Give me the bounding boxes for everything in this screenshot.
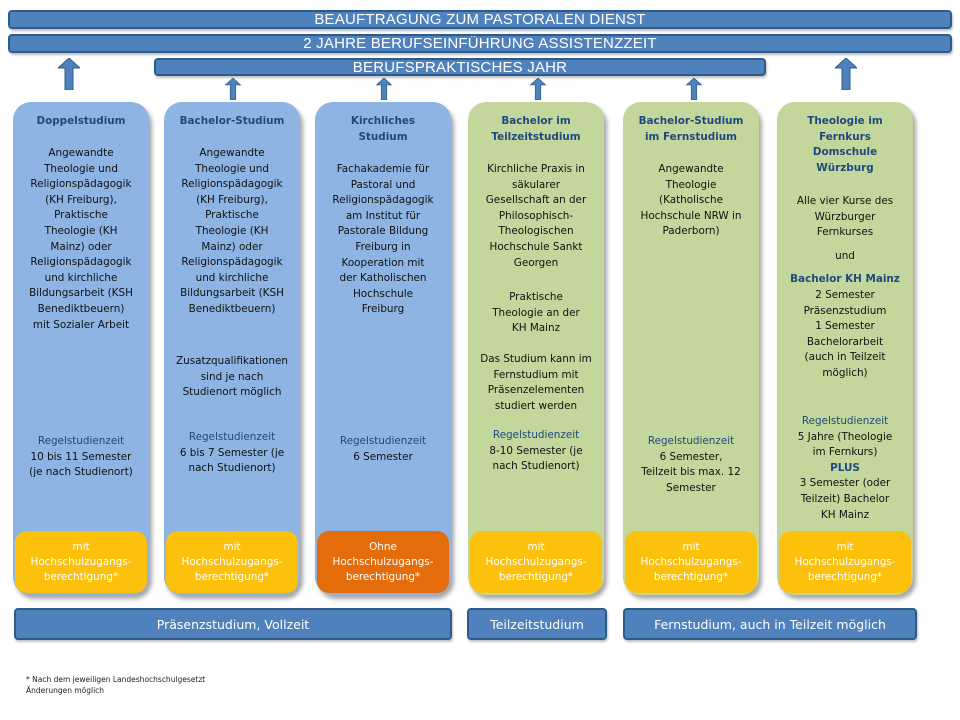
- duration-value-2: 3 Semester (oder Teilzeit) Bachelor KH M…: [799, 477, 891, 521]
- column-bachelor-teilzeit: Bachelor im Teilzeitstudium Kirchliche P…: [468, 102, 604, 595]
- up-arrow-icon: [835, 58, 857, 90]
- duration-value: 6 bis 7 Semester (je nach Studienort): [179, 446, 285, 475]
- column-description: Kirchliche Praxis in säkularer Gesellsch…: [485, 163, 587, 269]
- up-arrow-icon: [685, 78, 703, 100]
- duration-value: 5 Jahre (Theologie im Fernkurs): [797, 430, 893, 459]
- column-title: Theologie im Fernkurs Domschule Würzburg: [807, 115, 883, 174]
- top-bar-2-label: 2 JAHRE BERUFSEINFÜHRUNG ASSISTENZZEIT: [303, 35, 657, 52]
- access-badge: mit Hochschulzugangs- berechtigung*: [625, 531, 757, 593]
- up-arrow-icon: [58, 58, 80, 90]
- duration-label: Regelstudienzeit: [188, 431, 276, 443]
- column-description: Angewandte Theologie (Katholische Hochsc…: [640, 163, 742, 238]
- footnote-line-1: * Nach dem jeweiligen Landeshochschulges…: [26, 675, 206, 684]
- up-arrow-icon: [375, 78, 393, 100]
- duration-label: Regelstudienzeit: [801, 415, 889, 427]
- bottom-bar-praesenz: Präsenzstudium, Vollzeit: [14, 608, 452, 640]
- column-title: Bachelor-Studium: [179, 115, 285, 127]
- footnote-line-2: Änderungen möglich: [26, 686, 105, 695]
- top-bar-1-label: BEAUFTRAGUNG ZUM PASTORALEN DIENST: [314, 11, 646, 28]
- access-badge: mit Hochschulzugangs- berechtigung*: [470, 531, 602, 593]
- duration-label: Regelstudienzeit: [37, 435, 125, 447]
- column-title: Kirchliches Studium: [350, 115, 416, 143]
- bottom-bar-label: Teilzeitstudium: [490, 616, 584, 632]
- bottom-bar-fernstudium: Fernstudium, auch in Teilzeit möglich: [623, 608, 917, 640]
- access-badge: mit Hochschulzugangs- berechtigung*: [779, 531, 911, 593]
- column-title: Bachelor im Teilzeitstudium: [491, 115, 581, 143]
- duration-value: 6 Semester: [353, 450, 413, 463]
- duration-value: 6 Semester, Teilzeit bis max. 12 Semeste…: [641, 450, 741, 494]
- duration-label: Regelstudienzeit: [339, 435, 427, 447]
- column-und: und: [835, 249, 855, 262]
- duration-value: 10 bis 11 Semester (je nach Studienort): [29, 450, 133, 479]
- column-description: Angewandte Theologie und Religionspädago…: [180, 147, 284, 315]
- column-title: Bachelor-Studium im Fernstudium: [638, 115, 744, 143]
- access-badge: mit Hochschulzugangs- berechtigung*: [166, 531, 298, 593]
- column-description: Angewandte Theologie und Religionspädago…: [29, 147, 133, 331]
- column-title: Doppelstudium: [36, 115, 126, 127]
- top-bar-1: BEAUFTRAGUNG ZUM PASTORALEN DIENST: [8, 10, 952, 29]
- column-description-2: Praktische Theologie an der KH Mainz: [492, 291, 580, 335]
- duration-plus: PLUS: [830, 461, 860, 474]
- bottom-bar-label: Präsenzstudium, Vollzeit: [156, 616, 310, 632]
- up-arrow-icon: [224, 78, 242, 100]
- access-badge: mit Hochschulzugangs- berechtigung*: [15, 531, 147, 593]
- top-bar-2: 2 JAHRE BERUFSEINFÜHRUNG ASSISTENZZEIT: [8, 34, 952, 53]
- up-arrow-icon: [529, 78, 547, 100]
- column-bachelor-fernstudium: Bachelor-Studium im Fernstudium Angewand…: [623, 102, 759, 595]
- duration-label: Regelstudienzeit: [492, 429, 580, 441]
- column-kirchliches-studium: Kirchliches Studium Fachakademie für Pas…: [315, 102, 451, 595]
- access-badge: Ohne Hochschulzugangs- berechtigung*: [317, 531, 449, 593]
- column-sub-title: Bachelor KH Mainz: [790, 273, 900, 286]
- top-bar-3-label: BERUFSPRAKTISCHES JAHR: [352, 59, 568, 76]
- top-bar-3: BERUFSPRAKTISCHES JAHR: [154, 58, 766, 76]
- column-doppelstudium: Doppelstudium Angewandte Theologie und R…: [13, 102, 149, 595]
- duration-value: 8-10 Semester (je nach Studienort): [489, 444, 583, 473]
- bottom-bar-teilzeit: Teilzeitstudium: [467, 608, 607, 640]
- column-theologie-fernkurs: Theologie im Fernkurs Domschule Würzburg…: [777, 102, 913, 595]
- column-extra: Das Studium kann im Fernstudium mit Präs…: [480, 353, 592, 412]
- column-bachelor-studium: Bachelor-Studium Angewandte Theologie un…: [164, 102, 300, 595]
- column-extra: Zusatzqualifikationen sind je nach Studi…: [176, 355, 288, 399]
- bottom-bar-label: Fernstudium, auch in Teilzeit möglich: [654, 616, 886, 632]
- column-description: Alle vier Kurse des Würzburger Fernkurse…: [796, 195, 894, 239]
- column-description: Fachakademie für Pastoral und Religionsp…: [332, 163, 434, 316]
- duration-label: Regelstudienzeit: [647, 435, 735, 447]
- column-sub-description: 2 Semester Präsenzstudium 1 Semester Bac…: [803, 288, 887, 379]
